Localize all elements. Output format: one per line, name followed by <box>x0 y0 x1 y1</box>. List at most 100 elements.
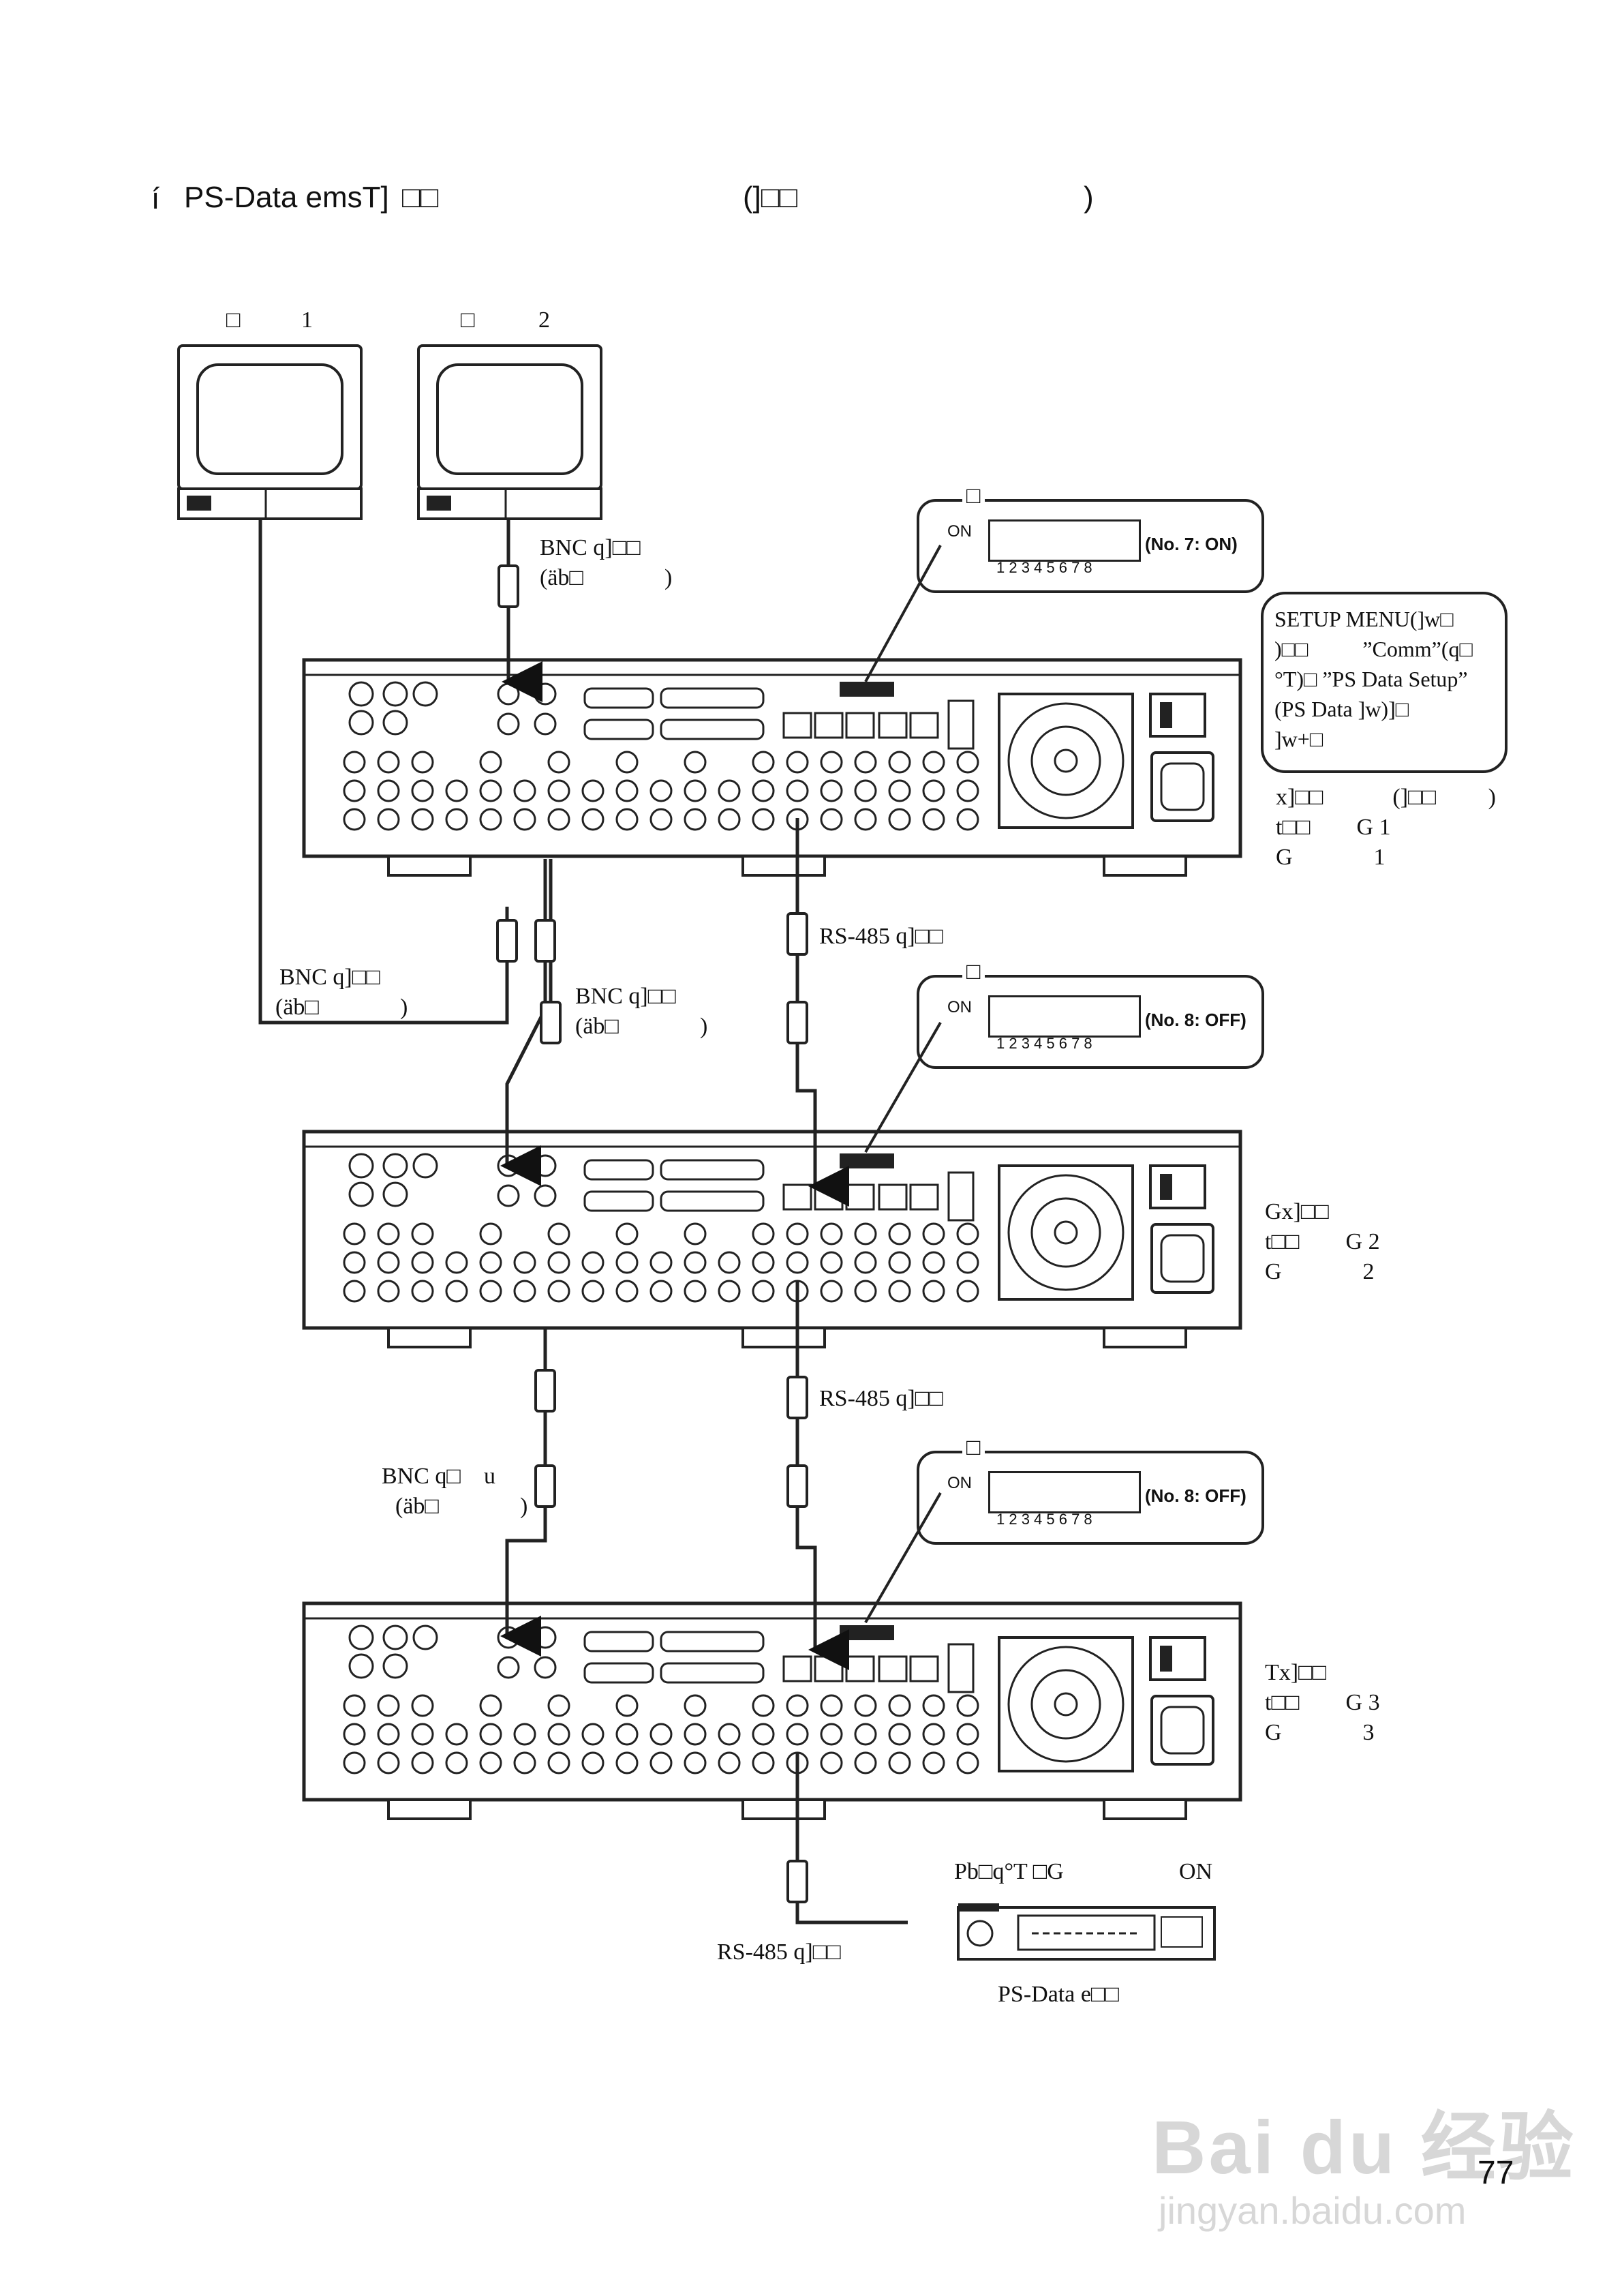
bnc-connector <box>752 1251 775 1274</box>
bnc-connector <box>411 1694 434 1717</box>
setup-menu-note <box>1261 592 1508 773</box>
fan-grille <box>998 693 1134 829</box>
bnc-connector <box>752 779 775 802</box>
dvr-foot <box>387 1327 472 1348</box>
bnc-connector <box>888 1751 911 1774</box>
bnc-connector <box>615 1723 639 1746</box>
controller-name: PS-Data e□□ <box>998 1982 1119 2007</box>
bnc-connector <box>956 1723 979 1746</box>
bnc-connector <box>854 751 877 774</box>
bnc-connector <box>547 1694 570 1717</box>
setup-note-line-4: (PS Data ]w)]□ <box>1274 697 1409 721</box>
bnc-connector <box>888 751 911 774</box>
rj-port <box>878 1183 908 1211</box>
dip-switch <box>840 682 894 697</box>
switch-callout-2-numbers: 1 2 3 4 5 6 7 8 <box>996 1035 1092 1052</box>
setup-note-line-5: ]w+□ <box>1274 727 1323 751</box>
cable-connector <box>498 564 519 608</box>
bnc-cable-mid-label-1: BNC q]□□ <box>575 984 676 1009</box>
rs485-cable-3-label: RS-485 q]□□ <box>717 1939 841 1965</box>
bnc-connector <box>718 1280 741 1303</box>
setup-note-line-3: °T)□ ”PS Data Setup” <box>1274 667 1468 691</box>
cable-connector <box>786 1464 808 1508</box>
bnc-connector <box>534 712 557 736</box>
switch-callout-2-note: (No. 8: OFF) <box>1145 1010 1246 1030</box>
monitor-2 <box>417 344 602 520</box>
bnc-cable-top-label-1: BNC q]□□ <box>540 535 641 560</box>
bnc-connector <box>479 1251 502 1274</box>
bnc-connector <box>581 1723 605 1746</box>
bnc-connector <box>343 1222 366 1245</box>
bnc-connector <box>547 1251 570 1274</box>
fan-grille <box>998 1636 1134 1772</box>
bnc-connector <box>615 1222 639 1245</box>
bnc-cable-mid-label-2: (äb□ ) <box>575 1014 708 1039</box>
monitor-1-number: 1 <box>301 307 313 333</box>
page-number: 77 <box>1478 2155 1514 2191</box>
switch-callout-1-numbers: 1 2 3 4 5 6 7 8 <box>996 559 1092 576</box>
bnc-connector <box>343 1723 366 1746</box>
rj-port <box>782 1183 812 1211</box>
bnc-connector <box>547 779 570 802</box>
bnc-connector <box>649 1751 673 1774</box>
monitor-1 <box>177 344 363 520</box>
bnc-cable-lower-label-1: BNC q□ u <box>382 1464 495 1489</box>
bnc-connector <box>497 1184 520 1207</box>
unit-2-line-1: Gx]□□ <box>1265 1199 1329 1224</box>
bnc-cable-lower-label-2: (äb□ ) <box>395 1494 528 1519</box>
bnc-connector <box>956 808 979 831</box>
fan-grille <box>998 1164 1134 1301</box>
dsub-connector <box>583 1190 654 1212</box>
bnc-connector <box>786 779 809 802</box>
bnc-connector <box>411 1222 434 1245</box>
bnc-connector <box>377 779 400 802</box>
rj-port <box>845 712 875 739</box>
bnc-connector <box>718 1723 741 1746</box>
dsub-connector <box>583 719 654 740</box>
bnc-connector <box>534 1626 557 1649</box>
bnc-connector <box>547 751 570 774</box>
cable-connector <box>534 1369 556 1413</box>
bnc-connector <box>684 1723 707 1746</box>
bnc-connector <box>922 1694 945 1717</box>
bnc-connector <box>479 1222 502 1245</box>
dsub-connector <box>583 1631 654 1652</box>
watermark-url: jingyan.baidu.com <box>1159 2189 1467 2232</box>
dip-switch-2 <box>988 995 1141 1038</box>
switch-callout-3-label: □ <box>962 1433 985 1463</box>
bnc-connector <box>684 751 707 774</box>
terminal-block <box>947 699 975 750</box>
unit-2-line-3: G 2 <box>1265 1259 1375 1284</box>
dip-switch <box>840 1625 894 1640</box>
setup-note-line-1: SETUP MENU(]w□ <box>1274 607 1454 631</box>
switch-callout-3-note: (No. 8: OFF) <box>1145 1485 1246 1506</box>
bnc-connector <box>752 1723 775 1746</box>
bnc-connector <box>752 808 775 831</box>
bnc-connector <box>956 1751 979 1774</box>
bnc-connector <box>412 1625 438 1650</box>
bnc-connector <box>820 808 843 831</box>
dvr-foot <box>741 1798 826 1820</box>
rj-port <box>909 1655 939 1682</box>
bnc-connector <box>718 1251 741 1274</box>
dvr-unit-3 <box>302 1601 1242 1820</box>
rj-port <box>909 712 939 739</box>
bnc-connector <box>922 1222 945 1245</box>
bnc-connector <box>445 1751 468 1774</box>
bnc-connector <box>497 1656 520 1679</box>
bnc-connector <box>343 779 366 802</box>
bnc-connector <box>820 1251 843 1274</box>
bnc-connector <box>888 808 911 831</box>
bnc-connector <box>411 751 434 774</box>
bnc-connector <box>854 1751 877 1774</box>
bnc-connector <box>348 1625 374 1650</box>
bnc-connector <box>581 779 605 802</box>
bnc-connector <box>922 1751 945 1774</box>
bnc-connector <box>888 779 911 802</box>
switch-callout-2-label: □ <box>962 957 985 987</box>
bnc-connector <box>820 779 843 802</box>
rs485-cable-1-label: RS-485 q]□□ <box>819 924 943 949</box>
bnc-connector <box>382 1653 408 1679</box>
rj-port <box>909 1183 939 1211</box>
